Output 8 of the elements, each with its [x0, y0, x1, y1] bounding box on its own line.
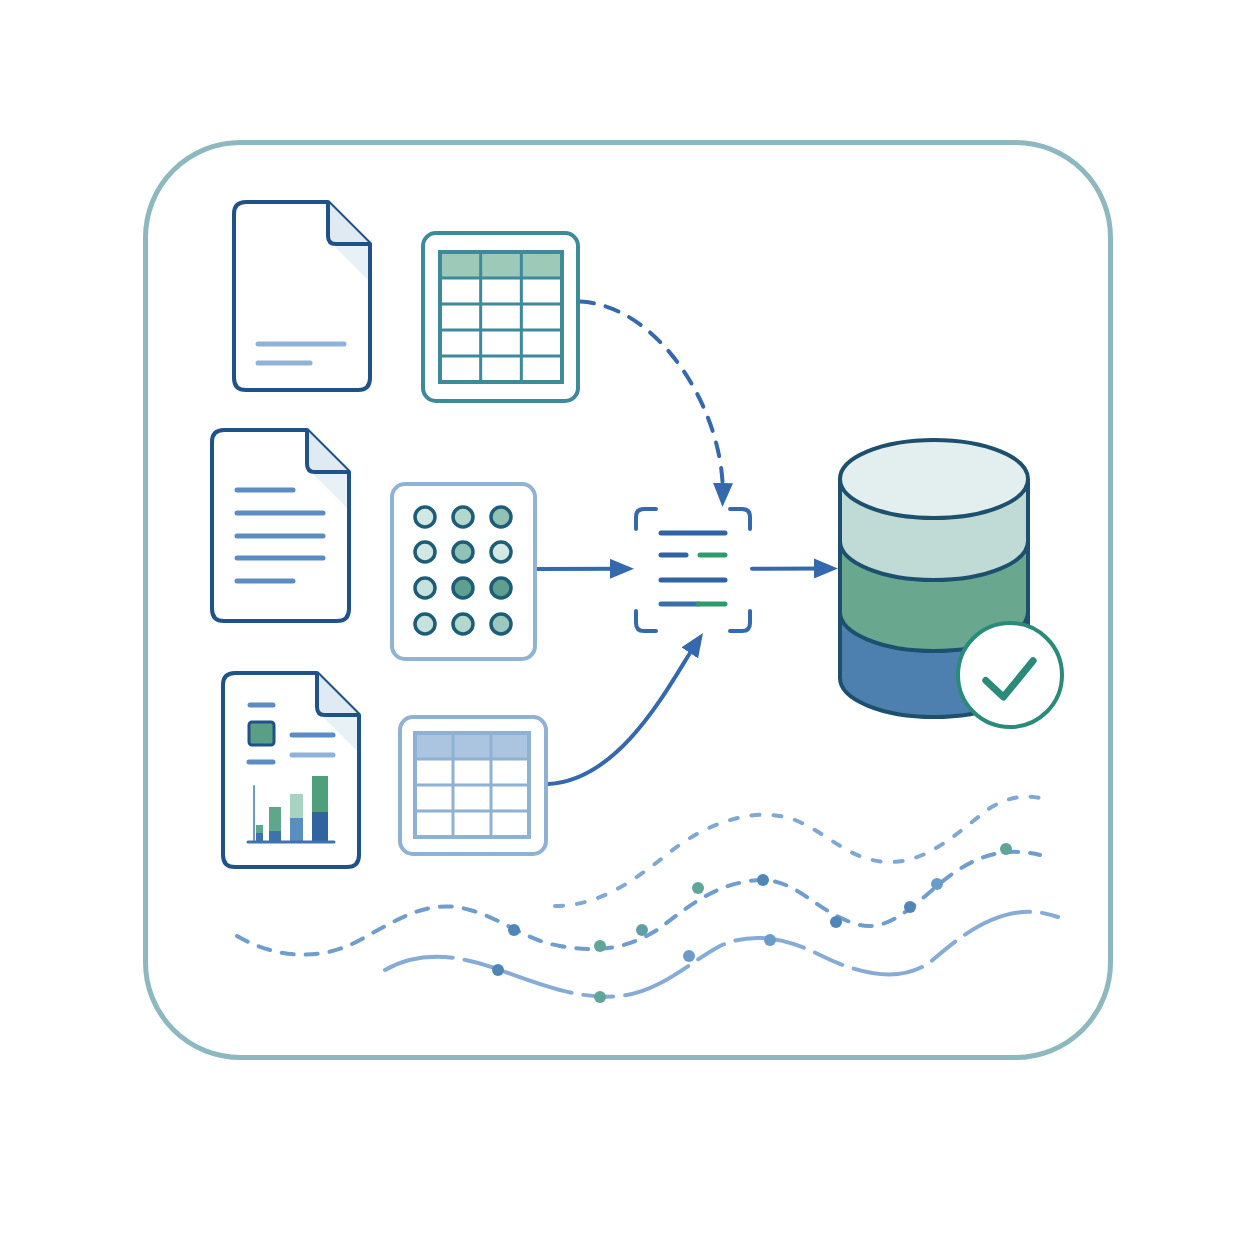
dot-grid-icon — [390, 482, 537, 661]
text-scan-icon — [634, 507, 752, 633]
document-icon — [232, 200, 372, 392]
document-icon — [221, 671, 361, 869]
arrow — [750, 558, 838, 579]
document-icon — [210, 428, 351, 623]
table-icon — [398, 715, 548, 856]
table-icon — [421, 231, 580, 403]
